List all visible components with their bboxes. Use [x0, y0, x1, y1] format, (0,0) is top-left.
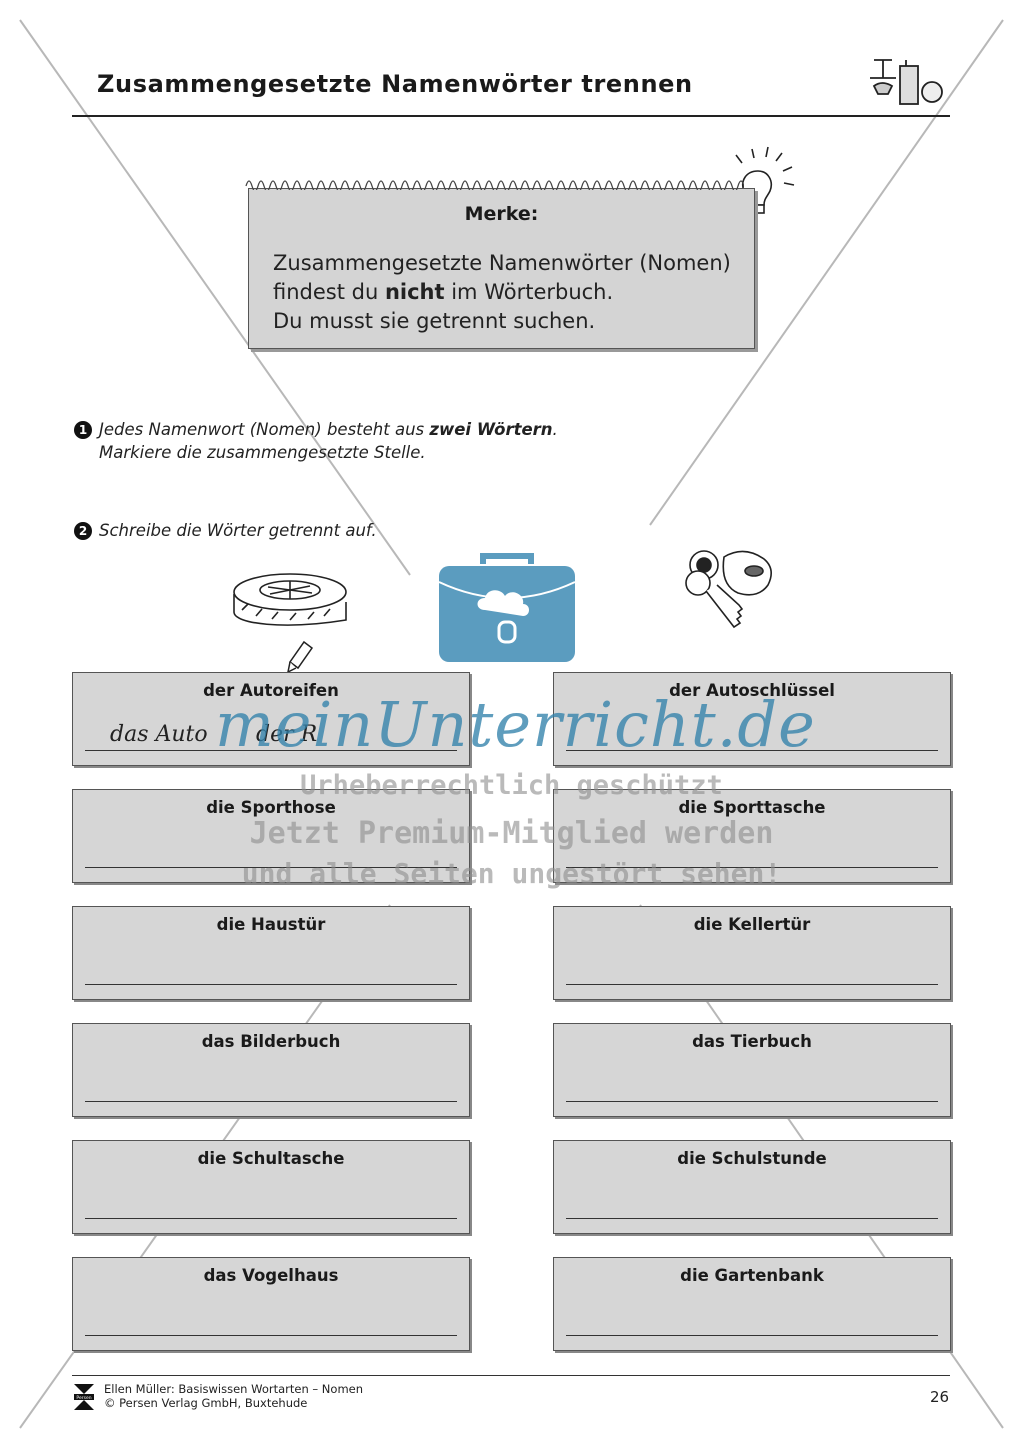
- task-1-text-pre: Jedes Namenwort (Nomen) besteht aus: [99, 420, 430, 439]
- footer-divider: [72, 1375, 950, 1376]
- write-line[interactable]: [85, 1101, 457, 1102]
- page-number: 26: [930, 1388, 950, 1406]
- task-2: 2 Schreibe die Wörter getrennt auf.: [74, 519, 377, 542]
- publisher-logo-text: Persen: [76, 1395, 91, 1401]
- sample-answer-1: das Auto: [110, 722, 208, 747]
- watermark-logo: meinUnterricht.de: [215, 688, 816, 761]
- card-word: der Autoschlüssel: [669, 681, 835, 700]
- task-number-1: 1: [74, 421, 92, 439]
- card-word: das Bilderbuch: [201, 1032, 341, 1051]
- card-word: die Sporttasche: [678, 798, 826, 817]
- word-card: die Gartenbank: [553, 1257, 951, 1351]
- write-line[interactable]: [566, 1218, 938, 1219]
- merke-line-2-bold: nicht: [384, 280, 445, 304]
- card-word: die Gartenbank: [680, 1266, 824, 1285]
- task-number-2: 2: [74, 522, 92, 540]
- paper-tear-edge: [245, 180, 744, 190]
- watermark-line-2: Jetzt Premium-Mitglied werden: [249, 816, 774, 851]
- card-word: die Kellertür: [693, 915, 811, 934]
- card-word: das Tierbuch: [692, 1032, 812, 1051]
- card-word: das Vogelhaus: [203, 1266, 339, 1285]
- word-card: die Sporthose: [72, 789, 470, 883]
- write-line[interactable]: [566, 1335, 938, 1336]
- tire-icon: [233, 573, 347, 626]
- word-card: die Schulstunde: [553, 1140, 951, 1234]
- card-word: der Autoreifen: [203, 681, 339, 700]
- scooter-toys-icon: [870, 59, 943, 105]
- write-line[interactable]: [566, 984, 938, 985]
- write-line[interactable]: [85, 750, 457, 751]
- task-2-text: Schreibe die Wörter getrennt auf.: [99, 521, 377, 540]
- word-card: das Bilderbuch: [72, 1023, 470, 1117]
- card-word: die Schultasche: [197, 1149, 345, 1168]
- word-card: die Kellertür: [553, 906, 951, 1000]
- footer-line-1: Ellen Müller: Basiswissen Wortarten – No…: [104, 1382, 364, 1396]
- write-line[interactable]: [85, 867, 457, 868]
- word-card: das Tierbuch: [553, 1023, 951, 1117]
- header-divider: [72, 115, 950, 117]
- footer-line-2: © Persen Verlag GmbH, Buxtehude: [104, 1396, 308, 1410]
- word-card: die Schultasche: [72, 1140, 470, 1234]
- card-word: die Haustür: [216, 915, 326, 934]
- merke-line-2-pre: findest du: [273, 280, 385, 304]
- write-line[interactable]: [566, 867, 938, 868]
- page-title: Zusammengesetzte Namenwörter trennen: [97, 70, 693, 98]
- sample-answer-2: der R: [256, 722, 318, 747]
- card-word: die Sporthose: [206, 798, 336, 817]
- card-word: die Schulstunde: [677, 1149, 827, 1168]
- task-1: 1 Jedes Namenwort (Nomen) besteht aus zwe…: [74, 418, 558, 464]
- word-card: die Sporttasche: [553, 789, 951, 883]
- merke-line-2: findest du nicht im Wörterbuch.: [273, 278, 731, 307]
- footer-credits: Ellen Müller: Basiswissen Wortarten – No…: [104, 1382, 363, 1410]
- task-1-text-post: .: [552, 420, 558, 439]
- write-line[interactable]: [85, 1218, 457, 1219]
- word-card: der Autoschlüssel: [553, 672, 951, 766]
- merke-box: Merke: Zusammengesetzte Namenwörter (Nom…: [248, 188, 755, 349]
- merke-line-3: Du musst sie getrennt suchen.: [273, 309, 596, 333]
- watermark-line-3: und alle Seiten ungestört sehen!: [241, 857, 782, 890]
- write-line[interactable]: [566, 1101, 938, 1102]
- merke-line-1: Zusammengesetzte Namenwörter (Nomen): [273, 251, 731, 275]
- word-card: das Vogelhaus: [72, 1257, 470, 1351]
- word-card: die Haustür: [72, 906, 470, 1000]
- write-line[interactable]: [85, 984, 457, 985]
- car-key-icon: [685, 550, 772, 629]
- schoolbag-watermark-icon: [438, 553, 576, 662]
- merke-line-2-post: im Wörterbuch.: [444, 280, 614, 304]
- task-1-text-bold: zwei Wörtern: [429, 420, 553, 439]
- publisher-logo: Persen: [74, 1384, 94, 1410]
- write-line[interactable]: [85, 1335, 457, 1336]
- watermark-line-1: Urheberrechtlich geschützt: [300, 770, 723, 801]
- task-1-line-2: Markiere die zusammengesetzte Stelle.: [99, 443, 426, 462]
- word-card: der Autoreifen: [72, 672, 470, 766]
- write-line[interactable]: [566, 750, 938, 751]
- merke-title: Merke:: [464, 203, 539, 225]
- merke-text: Zusammengesetzte Namenwörter (Nomen) fin…: [273, 249, 731, 336]
